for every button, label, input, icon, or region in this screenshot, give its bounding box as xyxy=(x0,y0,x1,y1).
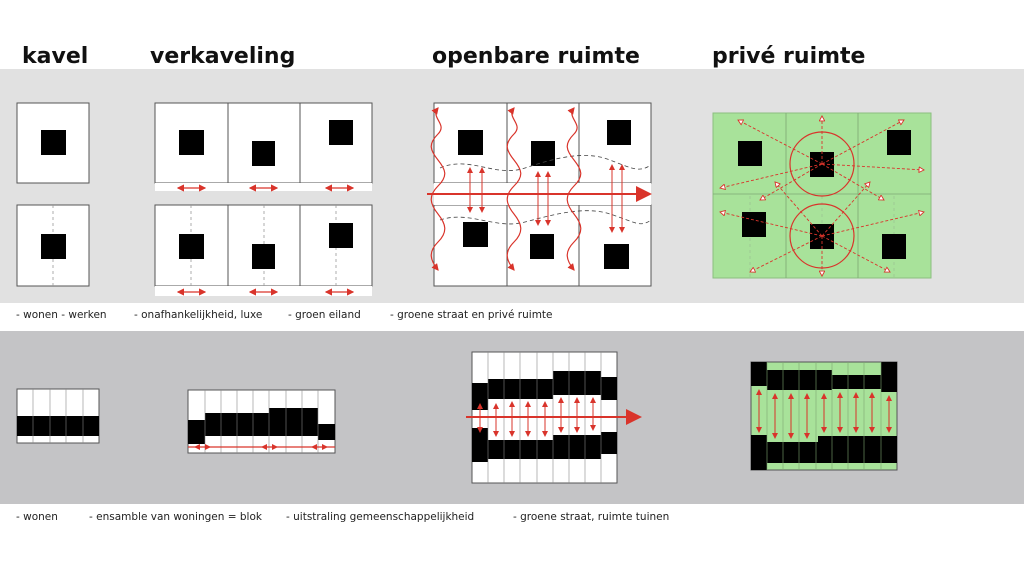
caption-openbare-top: - groen eiland xyxy=(288,309,361,321)
caption-kavel-top: - wonen - werken xyxy=(16,309,107,321)
prive-ruimte-diagram-top xyxy=(712,112,932,279)
kavel-diagram-bottom xyxy=(16,388,100,444)
openbare-ruimte-diagram-bottom xyxy=(466,351,642,484)
caption-verkaveling-top: - onafhankelijkheid, luxe xyxy=(134,309,263,321)
prive-ruimte-diagram-bottom xyxy=(750,361,898,471)
heading-prive-ruimte: privé ruimte xyxy=(712,44,866,69)
heading-openbare-ruimte: openbare ruimte xyxy=(432,44,640,69)
heading-verkaveling: verkaveling xyxy=(150,44,296,69)
verkaveling-diagram-bottom xyxy=(187,389,336,454)
caption-prive-top: - groene straat en privé ruimte xyxy=(390,309,553,321)
caption-prive-bottom: - groene straat, ruimte tuinen xyxy=(513,511,670,523)
verkaveling-diagram-top xyxy=(154,102,373,296)
heading-kavel: kavel xyxy=(22,44,89,69)
caption-openbare-bottom: - uitstraling gemeenschappelijkheid xyxy=(286,511,475,523)
openbare-ruimte-diagram-top xyxy=(427,102,652,287)
caption-verkaveling-bottom: - ensamble van woningen = blok xyxy=(89,511,262,523)
caption-kavel-bottom: - wonen xyxy=(16,511,58,523)
kavel-diagram-top xyxy=(16,102,90,287)
